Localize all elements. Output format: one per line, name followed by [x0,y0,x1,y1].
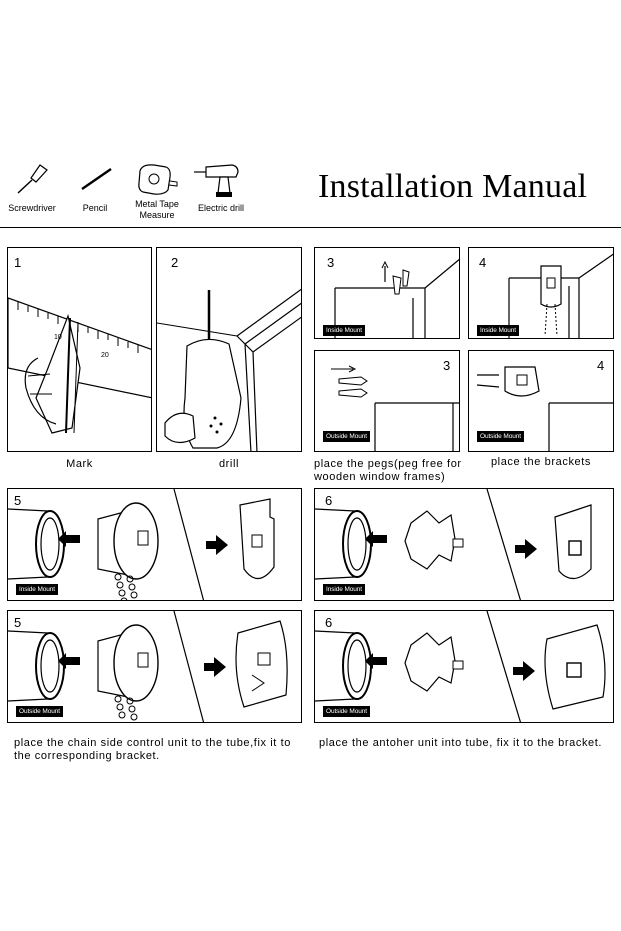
step-number: 5 [14,493,22,508]
step-1-panel: 1 10 20 [7,247,152,452]
step-number: 1 [14,255,22,270]
step-number: 4 [479,255,487,270]
step-number: 6 [325,615,333,630]
step-5-caption: place the chain side control unit to the… [14,737,291,762]
drilling-illustration [157,288,301,451]
bracket-inside-illustration [508,253,613,338]
step-6-inside-panel: 6 Inside Mount [314,488,614,601]
ruler-tick-label: 20 [101,352,109,359]
step-2-panel: 2 [156,247,302,452]
step-4-inside-panel: 4 Inside Mount [468,247,614,339]
tool-label-screwdriver: Screwdriver [8,203,56,213]
mount-type-badge: Inside Mount [323,325,366,336]
step-number: 6 [325,493,333,508]
step-1-caption: Mark [66,458,93,470]
header-divider [0,227,621,228]
mount-type-badge: Inside Mount [16,584,59,595]
electric-drill-icon [194,164,239,197]
step-5-outside-panel: 5 Outside Mount [7,610,302,723]
step-number: 3 [443,358,451,373]
step-5-inside-panel: 5 Inside Mount [7,488,302,601]
step-3-inside-panel: 3 Inside Mount [314,247,460,339]
mount-type-badge: Outside Mount [477,431,524,442]
pegs-outside-illustration [331,365,459,451]
pencil-icon [81,168,112,190]
mount-type-badge: Inside Mount [323,584,366,595]
control-unit-outside-illustration [8,611,288,722]
mount-type-badge: Inside Mount [477,325,520,336]
end-unit-outside-illustration [315,611,606,722]
step-number: 2 [171,255,179,270]
tape-measure-icon [138,164,178,195]
end-unit-inside-illustration [315,489,592,600]
ruler-tick-label: 10 [54,334,62,341]
step-3-outside-panel: 3 Outside Mount [314,350,460,452]
step-number: 5 [14,615,22,630]
marking-illustration [8,297,151,434]
step-number: 3 [327,255,335,270]
bracket-outside-illustration [476,366,613,451]
mount-type-badge: Outside Mount [323,431,370,442]
step-4-outside-panel: 4 Outside Mount [468,350,614,452]
screwdriver-icon [17,164,48,194]
tool-label-tape: Metal Tape Measure [135,199,179,220]
control-unit-inside-illustration [8,489,275,600]
step-3-caption: place the pegs(peg free for wooden windo… [314,458,462,483]
step-4-caption: place the brackets [490,456,592,468]
pegs-inside-illustration [334,258,459,338]
tool-label-pencil: Pencil [82,203,108,213]
mount-type-badge: Outside Mount [323,706,370,717]
tool-label-drill: Electric drill [197,203,244,213]
step-2-caption: drill [218,458,240,470]
step-6-caption: place the antoher unit into tube, fix it… [319,737,603,749]
page-title: Installation Manual [318,168,588,205]
step-number: 4 [597,358,605,373]
step-6-outside-panel: 6 Outside Mount [314,610,614,723]
mount-type-badge: Outside Mount [16,706,63,717]
